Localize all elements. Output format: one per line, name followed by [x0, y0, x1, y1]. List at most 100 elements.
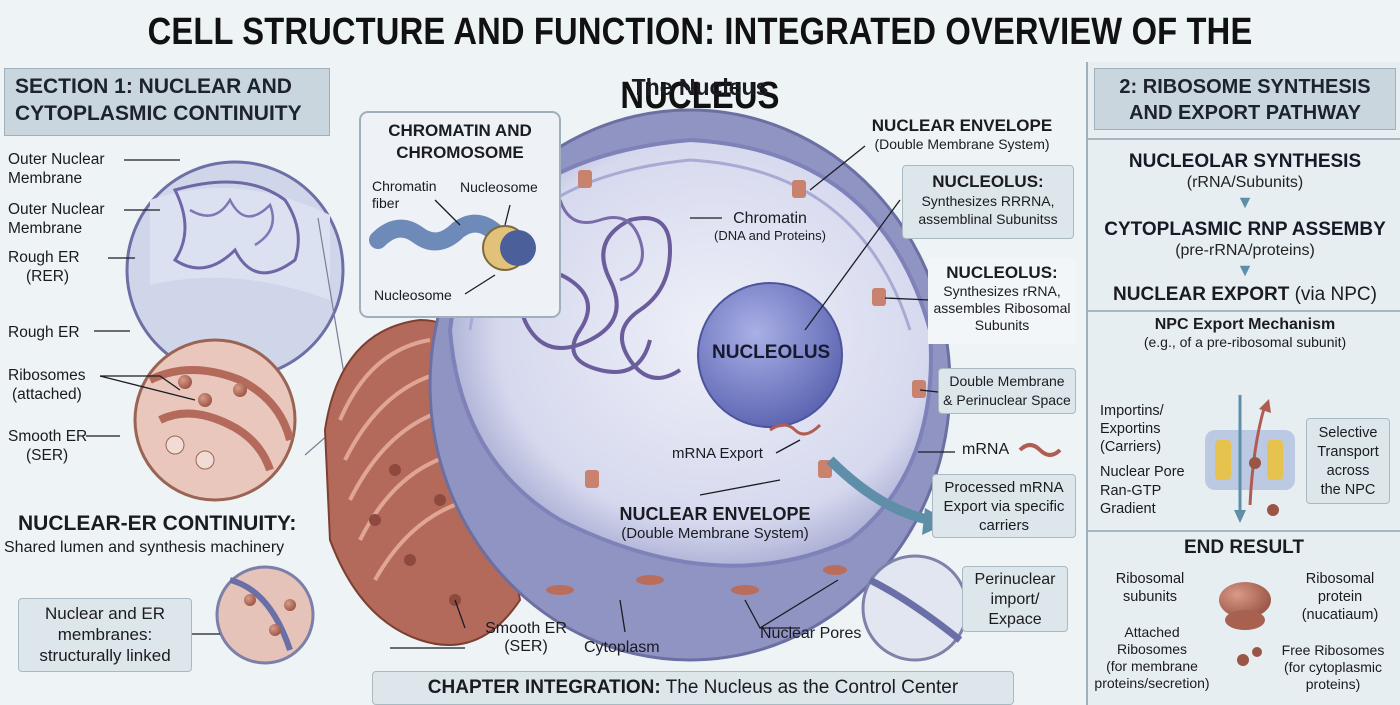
box-line: Processed mRNA — [933, 478, 1075, 497]
box-line: Expace — [963, 610, 1067, 630]
label-line: Ribosomes — [8, 366, 86, 385]
chromatin-fiber-label: Chromatin fiber — [372, 178, 437, 212]
membrane-inset — [217, 567, 313, 663]
box-line: structurally linked — [19, 645, 191, 666]
down-arrow-icon: ▼ — [1088, 192, 1400, 212]
box-line: membranes: — [19, 624, 191, 645]
label-line: (Double Membrane System) — [852, 136, 1072, 152]
label-line: (nucatiaum) — [1290, 606, 1390, 624]
label-line: (Double Membrane System) — [600, 525, 830, 542]
ribosomal-subunits-label: Ribosomal subunits — [1110, 570, 1190, 606]
heading-line: AND EXPORT PATHWAY — [1095, 100, 1395, 126]
label-line: NUCLEAR ENVELOPE — [852, 116, 1072, 136]
box-line: & Perinuclear Space — [939, 391, 1075, 410]
ribosomes-label: Ribosomes (attached) — [8, 366, 86, 404]
nucleus-title: The Nucleus — [600, 74, 800, 101]
importins-label: Importins/ Exportins (Carriers) — [1100, 402, 1164, 456]
nuclear-pore-label: Nuclear Pore — [1100, 463, 1185, 482]
box-line: carriers — [933, 516, 1075, 535]
label-line: Ribosomal — [1110, 570, 1190, 588]
box-line: Selective — [1307, 424, 1389, 443]
label-line: (DNA and Proteins) — [700, 228, 840, 243]
label-line: Gradient — [1100, 500, 1161, 518]
box-line: NUCLEOLUS: — [903, 171, 1073, 192]
label-line: subunits — [1110, 588, 1190, 606]
section1-heading-line1: SECTION 1: NUCLEAR AND — [5, 69, 329, 100]
page-title: CELL STRUCTURE AND FUNCTION: INTEGRATED … — [98, 0, 1302, 62]
label-line: Free Ribosomes — [1270, 642, 1396, 659]
label-line: (RER) — [8, 267, 80, 286]
box-line: Export via specific — [933, 497, 1075, 516]
box-title-line: CHROMATIN AND — [360, 120, 560, 142]
label-line: (Carriers) — [1100, 438, 1164, 456]
label-line: Outer Nuclear — [8, 150, 104, 169]
box-line: Double Membrane — [939, 372, 1075, 391]
ran-gtp-label: Ran-GTP Gradient — [1100, 482, 1161, 518]
divider — [1088, 530, 1400, 532]
selective-transport-box: Selective Transport across the NPC — [1306, 418, 1390, 504]
label-line: Ribosomes — [1092, 641, 1212, 658]
divider — [1088, 138, 1400, 140]
label-line: (SER) — [8, 446, 87, 465]
nucleosome-bottom-label: Nucleosome — [374, 286, 452, 305]
cytoplasm-label: Cytoplasm — [584, 638, 660, 657]
nuclear-pores-label: Nuclear Pores — [760, 624, 861, 643]
label-line: (for membrane — [1092, 658, 1212, 675]
ser-inset — [135, 340, 295, 500]
outer-nuclear-membrane-label-1: Outer Nuclear Membrane — [8, 150, 104, 188]
label-line: Chromatin — [372, 178, 437, 195]
section1-heading: SECTION 1: NUCLEAR AND CYTOPLASMIC CONTI… — [4, 68, 330, 136]
label-line: Outer Nuclear — [8, 200, 104, 219]
npc-title: NPC Export Mechanism — [1088, 316, 1400, 334]
box-line: Synthesizes RRRNA, — [903, 192, 1073, 210]
label-line: (SER) — [478, 638, 574, 656]
label-line: Importins/ — [1100, 402, 1164, 420]
step-nucleolar-synthesis: NUCLEOLAR SYNTHESIS (rRNA/Subunits) — [1088, 150, 1400, 192]
box-line: Nuclear and ER — [19, 603, 191, 624]
box-line: Perinuclear — [963, 570, 1067, 590]
label-line: Chromatin — [700, 210, 840, 228]
label-line: Attached — [1092, 624, 1212, 641]
step-title-rest: (via NPC) — [1289, 284, 1377, 305]
box-line: import/ — [963, 590, 1067, 610]
box-line: NUCLEOLUS: — [928, 262, 1076, 283]
step-title: CYTOPLASMIC RNP ASSEMBY — [1088, 218, 1400, 241]
box-line: assemblinal Subunitss — [903, 210, 1073, 228]
step-subtitle: (rRNA/Subunits) — [1088, 173, 1400, 192]
step-subtitle: (pre-rRNA/proteins) — [1088, 241, 1400, 260]
step-title: NUCLEOLAR SYNTHESIS — [1088, 150, 1400, 173]
mrna-label: mRNA — [962, 440, 1009, 459]
perinuclear-box: Perinuclear import/ Expace — [962, 566, 1068, 632]
box-line: Transport — [1307, 443, 1389, 462]
nucleolus-box-1: NUCLEOLUS: Synthesizes RRRNA, assemblina… — [902, 165, 1074, 239]
double-membrane-box: Double Membrane & Perinuclear Space — [938, 368, 1076, 414]
section2-heading: 2: RIBOSOME SYNTHESIS AND EXPORT PATHWAY — [1094, 68, 1396, 130]
free-ribosomes-label: Free Ribosomes (for cytoplasmic proteins… — [1270, 642, 1396, 693]
label-line: Membrane — [8, 219, 104, 238]
membranes-linked-box: Nuclear and ER membranes: structurally l… — [18, 598, 192, 672]
chromatin-box-title: CHROMATIN AND CHROMOSOME — [360, 120, 560, 164]
section1-heading-line2: CYTOPLASMIC CONTINUITY — [5, 100, 329, 127]
nucleolus-center-label: NUCLEOLUS — [712, 342, 830, 364]
smooth-er-label: Smooth ER (SER) — [8, 427, 87, 465]
divider — [1088, 310, 1400, 312]
chromatin-label: Chromatin (DNA and Proteins) — [700, 210, 840, 243]
box-line: Subunits — [928, 317, 1076, 334]
label-line: Smooth ER — [8, 427, 87, 446]
nucleolus-box-2: NUCLEOLUS: Synthesizes rRNA, assembles R… — [928, 258, 1076, 344]
mrna-squiggle — [1020, 445, 1060, 455]
box-title-line: CHROMOSOME — [360, 142, 560, 164]
nuclear-envelope-bottom-label: NUCLEAR ENVELOPE (Double Membrane System… — [600, 504, 830, 542]
rough-er-label: Rough ER — [8, 323, 80, 342]
label-line: Ribosomal — [1290, 570, 1390, 588]
heading-line: 2: RIBOSOME SYNTHESIS — [1095, 74, 1395, 100]
nucleosome-top-label: Nucleosome — [460, 178, 538, 197]
label-line: protein — [1290, 588, 1390, 606]
chapter-rest: The Nucleus as the Control Center — [661, 677, 958, 698]
processed-mrna-box: Processed mRNA Export via specific carri… — [932, 474, 1076, 538]
mrna-export-label: mRNA Export — [672, 444, 763, 463]
continuity-subtitle: Shared lumen and synthesis machinery — [4, 539, 284, 557]
label-line: Exportins — [1100, 420, 1164, 438]
continuity-title: NUCLEAR-ER CONTINUITY: — [18, 512, 296, 536]
box-line: assembles Ribosomal — [928, 300, 1076, 317]
